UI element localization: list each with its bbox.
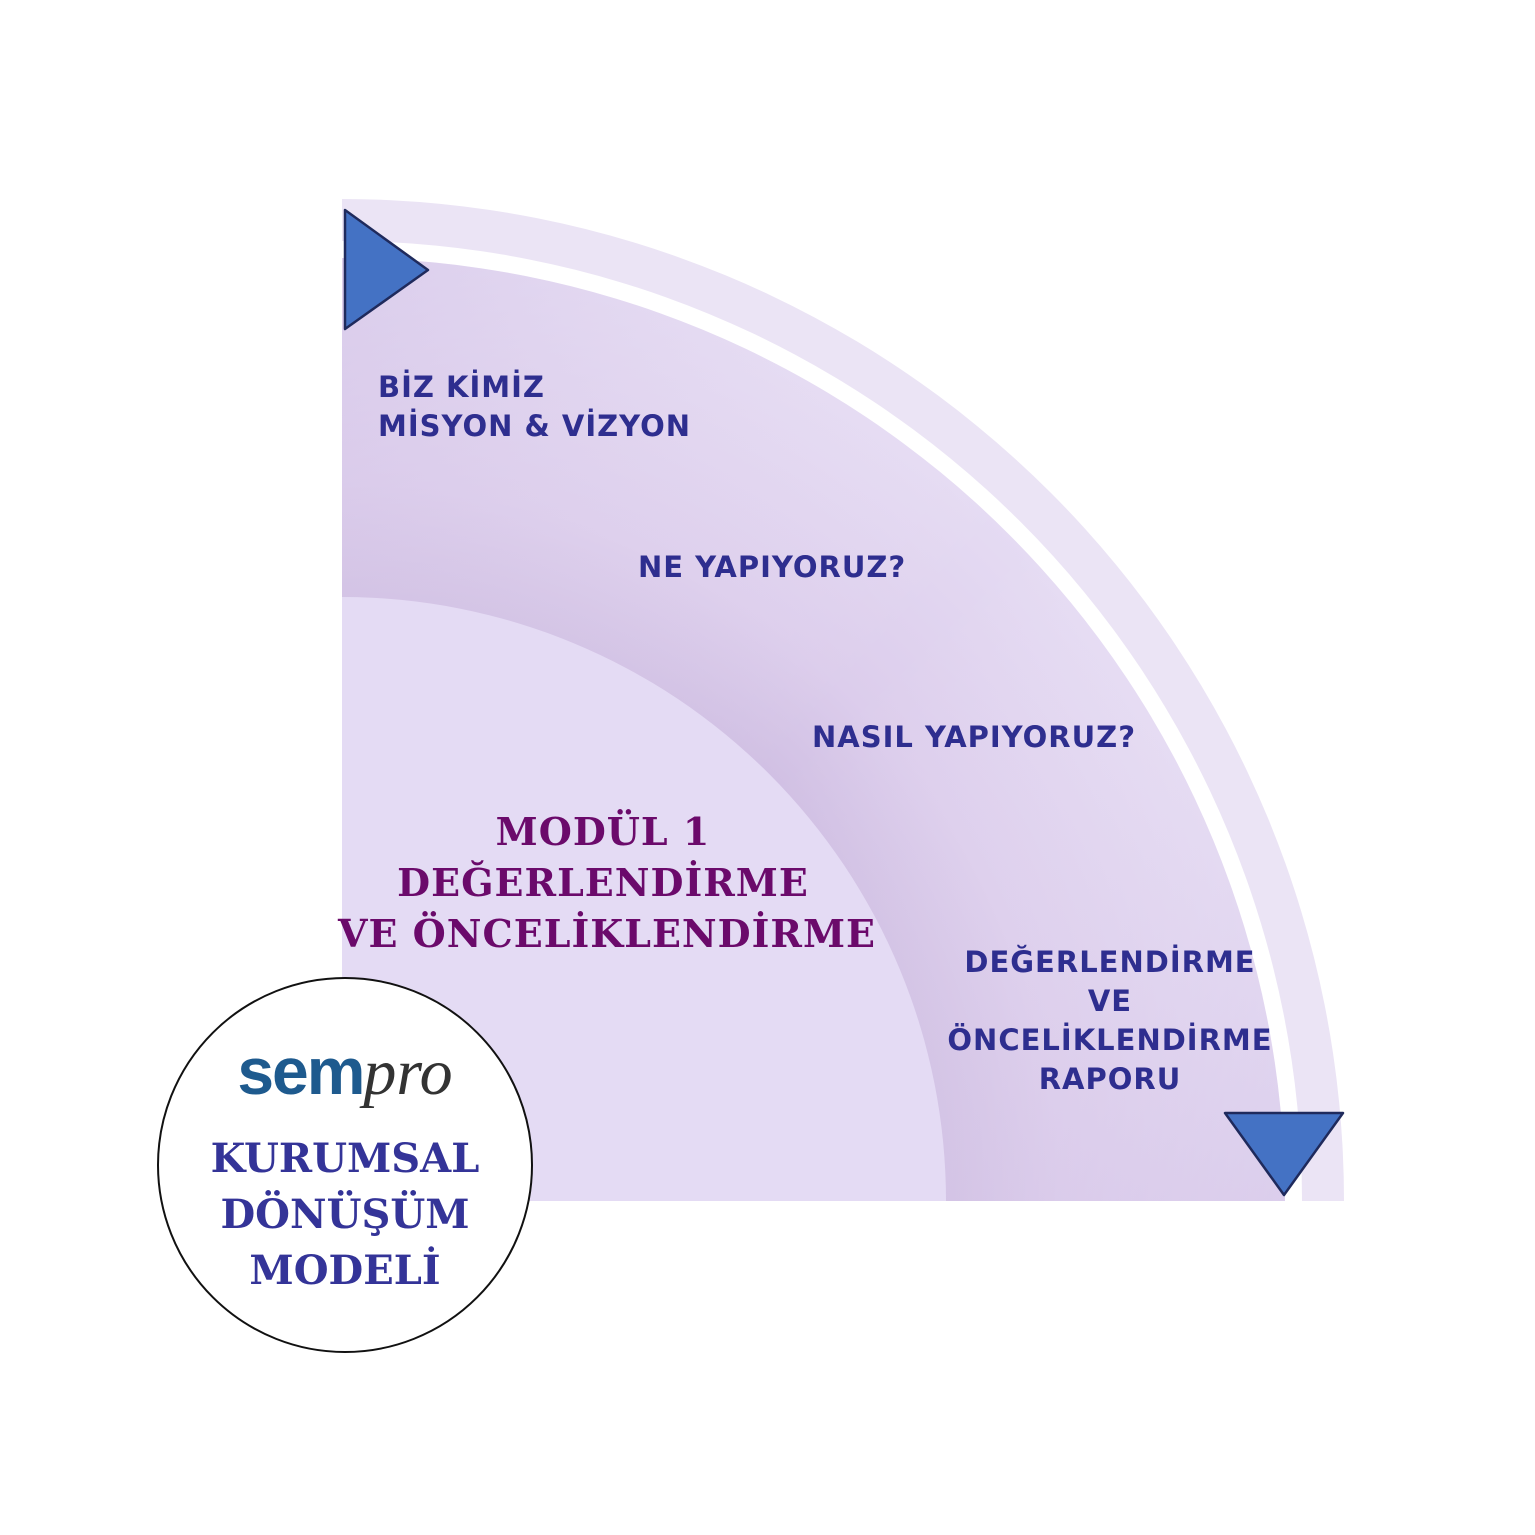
step-label: VE — [1087, 984, 1133, 1018]
down-triangle-icon — [1223, 1111, 1345, 1197]
right-triangle-icon — [343, 208, 430, 331]
step-report: DEĞERLENDİRME VE ÖNCELİKLENDİRME RAPORU — [940, 943, 1280, 1099]
model-title: KURUMSAL DÖNÜŞÜM MODELİ — [159, 1131, 531, 1299]
step-label: NE YAPIYORUZ? — [638, 550, 907, 584]
step-what-we-do: NE YAPIYORUZ? — [638, 548, 906, 587]
step-how-we-do: NASIL YAPIYORUZ? — [812, 718, 1136, 757]
model-title-line: MODELİ — [249, 1247, 441, 1294]
step-who-we-are: BİZ KİMİZ MİSYON & VİZYON — [378, 368, 691, 446]
logo-text-pro: pro — [363, 1036, 453, 1109]
step-label: DEĞERLENDİRME — [964, 945, 1256, 979]
module-name-line: VE ÖNCELİKLENDİRME — [338, 911, 876, 956]
module-name-line: DEĞERLENDİRME — [397, 860, 809, 905]
step-label: BİZ KİMİZ — [378, 370, 545, 404]
module-number: MODÜL 1 — [495, 809, 711, 854]
model-title-line: KURUMSAL — [210, 1135, 480, 1182]
sempro-logo: sempro — [159, 1031, 531, 1113]
step-label: ÖNCELİKLENDİRME — [947, 1023, 1273, 1057]
step-label: NASIL YAPIYORUZ? — [812, 720, 1137, 754]
logo-text-sem: sem — [237, 1034, 365, 1108]
step-label: MİSYON & VİZYON — [378, 409, 692, 443]
model-badge: sempro KURUMSAL DÖNÜŞÜM MODELİ — [157, 977, 533, 1353]
step-label: RAPORU — [1038, 1062, 1182, 1096]
model-title-line: DÖNÜŞÜM — [220, 1191, 470, 1238]
module-title: MODÜL 1 DEĞERLENDİRME VE ÖNCELİKLENDİRME — [338, 806, 876, 959]
